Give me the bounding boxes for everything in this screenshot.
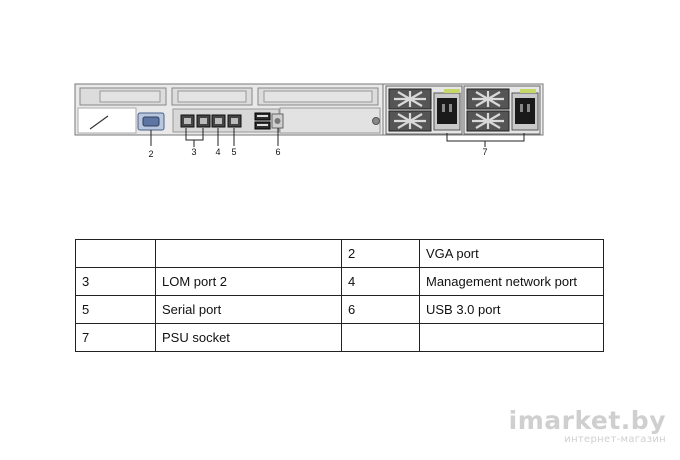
usb-ports-graphic bbox=[254, 112, 284, 130]
watermark: imarket.by интернет-магазин bbox=[509, 408, 666, 446]
serial-port-5-graphic bbox=[227, 114, 242, 128]
legend-row: 3 LOM port 2 4 Management network port bbox=[75, 267, 604, 296]
legend-number: 3 bbox=[75, 267, 156, 296]
management-port-4-graphic bbox=[211, 114, 226, 128]
legend-row: 5 Serial port 6 USB 3.0 port bbox=[75, 295, 604, 324]
legend-label bbox=[155, 239, 342, 268]
legend-label: VGA port bbox=[419, 239, 604, 268]
legend-row: 2 VGA port bbox=[75, 239, 604, 268]
callout-6: 6 bbox=[275, 147, 280, 157]
legend-number bbox=[341, 323, 420, 352]
legend-label: Management network port bbox=[419, 267, 604, 296]
legend-label: PSU socket bbox=[155, 323, 342, 352]
vga-port-graphic bbox=[137, 112, 165, 131]
legend-number bbox=[75, 239, 156, 268]
network-port-3-graphic bbox=[180, 114, 195, 128]
legend-number: 2 bbox=[341, 239, 420, 268]
callout-3: 3 bbox=[191, 147, 196, 157]
fan-icon bbox=[388, 110, 432, 132]
callout-7: 7 bbox=[482, 147, 487, 157]
legend-number: 7 bbox=[75, 323, 156, 352]
legend-number: 4 bbox=[341, 267, 420, 296]
legend-row: 7 PSU socket bbox=[75, 323, 604, 352]
callout-4: 4 bbox=[215, 147, 220, 157]
server-rear-panel-diagram: 2 3 4 5 6 7 bbox=[74, 83, 544, 159]
legend-label: USB 3.0 port bbox=[419, 295, 604, 324]
legend-label: Serial port bbox=[155, 295, 342, 324]
legend-label: LOM port 2 bbox=[155, 267, 342, 296]
legend-label bbox=[419, 323, 604, 352]
legend-table: 2 VGA port 3 LOM port 2 4 Management net… bbox=[75, 239, 604, 352]
psu-right-graphic bbox=[463, 85, 541, 135]
callout-2: 2 bbox=[148, 149, 153, 159]
watermark-brand: imarket.by bbox=[508, 406, 666, 435]
legend-number: 6 bbox=[341, 295, 420, 324]
network-port-3b-graphic bbox=[196, 114, 211, 128]
watermark-tagline: интернет-магазин bbox=[564, 434, 666, 445]
fan-icon bbox=[388, 88, 432, 110]
callout-leader-lines bbox=[150, 128, 525, 147]
callout-5: 5 bbox=[231, 147, 236, 157]
legend-number: 5 bbox=[75, 295, 156, 324]
fan-icon bbox=[466, 110, 510, 132]
fan-icon bbox=[466, 88, 510, 110]
psu-left-graphic bbox=[385, 85, 463, 135]
